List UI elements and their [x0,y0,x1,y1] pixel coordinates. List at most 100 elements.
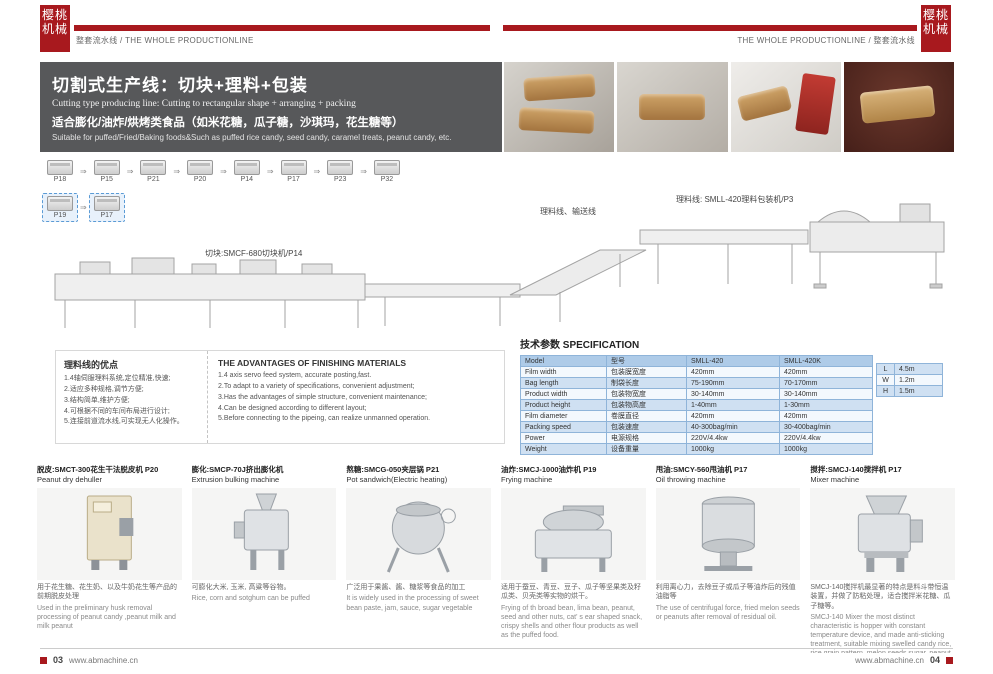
product-card-row: 脱皮:SMCT-300花生干法脱皮机 P20 Peanut dry dehull… [37,464,956,653]
product-desc-cn: SMCJ-140搅拌机最显著的特点是料斗带恒温装置，并做了防粘处理，适合搅拌米花… [810,584,951,610]
specification-table: Model 型号 SMLL-420 SMLL-420K Film width 包… [520,355,873,455]
flow-label: P17 [100,212,113,219]
spec-row: Model 型号 SMLL-420 SMLL-420K [520,355,873,367]
banner-photo-strip [504,62,954,152]
snack-bar-shape [859,85,936,124]
arrow-icon: ⇒ [360,167,367,176]
spec-row: Bag length 制袋长度 75-190mm 70-170mm [520,377,873,389]
advantage-item: 1.4 axis servo feed system, accurate pos… [218,372,372,379]
advantage-item: 4.Can be designed according to different… [218,404,367,412]
arrow-icon: ⇒ [126,167,134,176]
product-desc-cn: 适用于蚕豆、青豆、豆子、瓜子等坚果类及籽瓜类、贝壳类等实物的烘干。 [501,584,642,601]
machine-icon [233,160,260,175]
footer-right: www.abmachine.cn 04 [855,655,953,665]
brand-stamp-logo-right: 樱桃机械 [921,5,951,52]
page-number-left: 03 [53,655,64,665]
snack-bar-photo-3 [730,62,841,152]
dims-key: H [876,385,895,397]
product-desc-en: Used in the preliminary husk removal pro… [37,604,176,631]
section-title-banner: 切割式生产线：切块+理料+包装 Cutting type producing l… [40,62,502,152]
machine-dimensions-table: L 4.5m W 1.2m H 1.5m [876,363,943,397]
product-card-peanut-dehuller: 脱皮:SMCT-300花生干法脱皮机 P20 Peanut dry dehull… [37,464,182,653]
dims-row: H 1.5m [876,385,943,397]
banner-subtitle-cn: 适合膨化/油炸/烘烤类食品（如米花糖，瓜子糖，沙琪玛，花生糖等） [52,117,404,129]
spec-row: Weight 设备重量 1000kg 1000kg [520,443,873,455]
spec-cell: SMLL-420 [686,355,780,367]
dims-row: L 4.5m [876,363,943,375]
flow-label: P14 [240,176,254,183]
dims-row: W 1.2m [876,374,943,386]
spec-cell: 包装物高度 [606,399,687,411]
arrow-icon: ⇒ [80,167,87,176]
cutting-machine-label: 切块:SMCF-680切块机/P14 [205,248,303,258]
extrusion-machine-photo [191,488,337,580]
advantage-item: 2.To adapt to a variety of specification… [218,382,415,390]
product-title-cn: 熬糖:SMCG-050夹层锅 P21 [346,465,440,474]
spec-cell: 220V/4.4kw [779,432,873,444]
spec-cell: Film width [520,366,607,378]
arrow-icon: ⇒ [313,167,321,176]
spec-cell: 30-140mm [779,388,873,400]
spec-cell: Bag length [520,377,607,389]
machine-icon [187,160,214,175]
flow-machine-highlighted: P19 [42,193,78,222]
product-title-en: Peanut dry dehuller [37,475,103,484]
spec-row: Product width 包装物宽度 30-140mm 30-140mm [520,388,873,400]
spec-cell: Model [520,355,607,367]
flow-machine: P21 [135,160,171,183]
arrow-icon: ⇒ [220,167,227,176]
banner-subtitle-en: Suitable for puffed/Fried/Baking foods&S… [52,133,452,142]
product-desc-en: Frying of th broad bean, lima bean, pean… [501,604,643,640]
banner-title-en: Cutting type producing line: Cutting to … [52,99,356,109]
footer-left: 03 www.abmachine.cn [40,655,138,665]
product-card-frying-machine: 油炸:SMCJ-1000油炸机 P19 Frying machine 适用于蚕豆… [501,464,646,653]
advantage-item: 3.结构简单,维护方便; [64,396,130,404]
spec-cell: 1000kg [686,443,780,455]
spec-cell: 420mm [686,366,780,378]
advantages-title-cn: 理料线的优点 [64,360,119,370]
flow-row-1: P18 ⇒ P15 ⇒ P21 ⇒ P20 ⇒ P14 ⇒ [42,160,472,183]
spec-cell: 30-400bag/min [779,421,873,433]
snack-bar-shape [639,94,706,120]
spec-cell: 30-140mm [686,388,780,400]
advantage-item: 5.连接前道流水线,可实现无人化操作。 [64,418,184,426]
jacketed-pot-photo [346,488,492,580]
header-tagline-left: 整套流水线 / THE WHOLE PRODUCTIONLINE [76,36,254,45]
product-desc-en: The use of centrifugal force, fried melo… [655,604,800,621]
spec-cell: Packing speed [520,421,607,433]
spec-cell: Product width [520,388,607,400]
spec-cell: 包装速度 [606,421,687,433]
snack-bar-shape [518,106,595,135]
advantages-chinese-column: 理料线的优点 1.4轴伺服理料系统,定位精准,快速; 2.适应多种规格,调节方便… [56,351,208,443]
snack-bar-photo-2 [617,62,728,152]
advantage-item: 3.Has the advantages of simple structure… [218,393,427,401]
flow-machine: P15 [89,160,125,183]
product-card-oil-throwing-machine: 甩油:SMCY-560甩油机 P17 Oil throwing machine … [655,464,801,653]
spec-cell: 420mm [686,410,780,422]
header-red-bar-left [74,25,490,31]
spec-cell: 包装物宽度 [606,388,687,400]
packaged-snack-shape [795,72,836,135]
dims-value: 1.5m [894,385,943,397]
machine-icon [373,160,400,175]
spec-cell: 卷膜直径 [606,410,687,422]
product-desc-en: Rice, corn and sotghum can be puffed [191,595,310,603]
spec-cell: 40-300bag/min [686,421,780,433]
product-desc-cn: 可膨化大米, 玉米, 高粱等谷物。 [191,584,291,591]
conveyor-label: 理料线、输送线 [540,206,596,216]
advantage-item: 4.可根据不同的车间布局进行设计; [64,407,170,415]
product-title-en: Pot sandwich(Electric heating) [346,475,448,484]
spec-cell: 420mm [779,366,873,378]
snack-bar-photo-4 [843,62,954,152]
product-card-jacketed-pot: 熬糖:SMCG-050夹层锅 P21 Pot sandwich(Electric… [346,464,492,653]
product-title-en: Mixer machine [810,475,860,484]
flow-machine: P18 [42,160,78,183]
product-desc-cn: 利用离心力，去除豆子或瓜子等油炸后的残值油脂等 [655,584,796,601]
spec-row: Product height 包装物高度 1-40mm 1-30mm [520,399,873,411]
spec-row: Power 电源规格 220V/4.4kw 220V/4.4kw [520,432,873,444]
machine-icon [47,160,73,175]
process-flow-diagram: P18 ⇒ P15 ⇒ P21 ⇒ P20 ⇒ P14 ⇒ [42,160,472,232]
flow-machine: P23 [322,160,358,183]
spec-cell: Product height [520,399,607,411]
